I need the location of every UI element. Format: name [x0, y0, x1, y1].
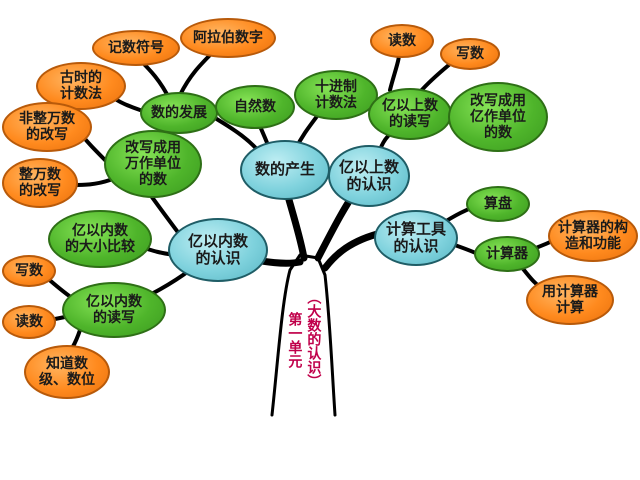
- node-ziran-shu: 自然数: [215, 85, 295, 129]
- node-shijinzhi: 十进制 计数法: [294, 70, 378, 120]
- node-yong-jisuanqi: 用计算器 计算: [526, 275, 614, 325]
- node-gaixie-yi: 改写成用 亿作单位 的数: [448, 82, 548, 152]
- node-shuwei: 知道数 级、数位: [24, 345, 110, 399]
- node-xie-shu-1: 写数: [440, 38, 500, 70]
- node-shu-de-fazhan: 数的发展: [140, 92, 218, 134]
- node-yi-yishang-renshi: 亿以上数 的认识: [328, 145, 410, 207]
- node-xie-shu-2: 写数: [2, 255, 56, 287]
- node-jishu-fuhao: 记数符号: [92, 30, 180, 66]
- node-gaixie-wan: 改写成用 万作单位 的数: [104, 130, 202, 198]
- trunk: [270, 253, 337, 417]
- node-gouzao: 计算器的构 造和功能: [548, 210, 638, 262]
- node-shuzi-de-chansheng: 数的产生: [240, 140, 330, 200]
- node-daxiao-bijiao: 亿以内数 的大小比较: [48, 210, 152, 268]
- node-suanpan: 算盘: [466, 186, 530, 222]
- node-du-shu-2: 读数: [2, 305, 56, 339]
- node-yi-yinei-duxie: 亿以内数 的读写: [62, 282, 166, 338]
- node-alabo-shuzi: 阿拉伯数字: [180, 18, 276, 58]
- unit-subtitle: （大数的认识）: [305, 290, 322, 388]
- node-yi-yishang-duxie: 亿以上数 的读写: [368, 88, 452, 140]
- node-zheng-wan: 整万数 的改写: [2, 158, 78, 208]
- node-du-shu-1: 读数: [370, 24, 434, 58]
- node-jisuan-gongju: 计算工具 的认识: [374, 210, 458, 266]
- unit-title: 第一单元: [286, 312, 303, 368]
- node-jisuanqi: 计算器: [474, 236, 540, 272]
- node-yi-yinei-renshi: 亿以内数 的认识: [168, 218, 268, 282]
- node-feizheng-wan: 非整万数 的改写: [2, 102, 92, 152]
